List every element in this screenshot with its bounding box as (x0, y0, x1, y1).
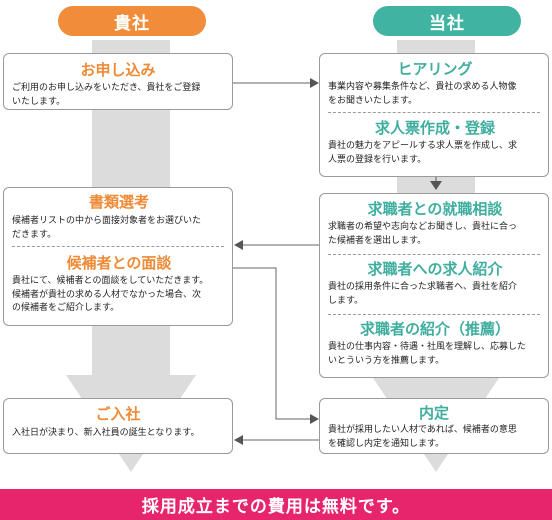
client-interview-title: 候補者との面談 (66, 254, 172, 272)
client-header: 貴社 (58, 6, 206, 36)
agency-offer-desc: 貴社が採用したい人材であれば、候補者の意思を確認し内定を通知します。 (328, 425, 517, 449)
free-of-charge-banner: 採用成立までの費用は無料です。 (0, 489, 552, 520)
client-join-box: ご入社 入社日が決まり、新入社員の誕生となります。 (3, 398, 233, 454)
arrowhead-right-1 (310, 78, 319, 88)
agency-intro-cand-title: 求職者の紹介（推薦） (359, 320, 510, 338)
client-apply-desc: ご利用のお申し込みをいただき、貴社をご登録いたします。 (12, 83, 201, 107)
agency-consult-title: 求職者との就職相談 (367, 200, 503, 218)
agency-posting-desc: 貴社の魅力をアピールする求人票を作成し、求人票の登録を行います。 (328, 141, 518, 165)
agency-intro-job-title: 求職者への求人紹介 (367, 260, 503, 278)
agency-posting-title: 求人票作成・登録 (374, 119, 495, 137)
agency-offer-box: 内定 貴社が採用したい人材であれば、候補者の意思を確認し内定を通知します。 (319, 398, 549, 454)
client-join-title: ご入社 (95, 405, 141, 423)
client-screening-box: 書類選考 候補者リストの中から面接対象者をお選びいただきます。 候補者との面談 … (3, 187, 233, 326)
agency-divider-3 (328, 314, 540, 315)
arrowhead-left-2 (234, 435, 243, 445)
client-divider (12, 246, 224, 247)
agency-offer-title: 内定 (418, 404, 449, 422)
client-apply-title: お申し込み (80, 61, 156, 79)
arrowhead-right-2 (310, 414, 319, 424)
client-interview-desc: 貴社にて、候補者との面談をしていただきます。候補者が貴社の求める人材でなかった場… (12, 276, 209, 313)
client-join-desc: 入社日が決まり、新入社員の誕生となります。 (12, 428, 200, 438)
agency-hearing-desc: 事業内容や募集条件など、貴社の求める人物像をお聞きいたします。 (328, 82, 517, 106)
arrow-interview-to-offer (233, 267, 310, 420)
agency-divider-2 (328, 254, 540, 255)
agency-divider-1 (328, 112, 540, 113)
agency-consult-box: 求職者との就職相談 求職者の希望や志向などお聞きし、貴社に合った候補者を選出しま… (319, 193, 549, 378)
agency-hearing-box: ヒアリング 事業内容や募集条件など、貴社の求める人物像をお聞きいたします。 求人… (319, 53, 549, 177)
agency-intro-job-desc: 貴社の採用条件に合った求職者へ、貴社を紹介します。 (328, 282, 518, 306)
agency-intro-cand-desc: 貴社の仕事内容・待遇・社風を理解し、応募したいとういう方を推薦します。 (328, 342, 527, 366)
arrowhead-left-1 (234, 240, 243, 250)
client-screening-desc: 候補者リストの中から面接対象者をお選びいただきます。 (12, 216, 202, 240)
agency-consult-desc: 求職者の希望や志向などお聞きし、貴社に合った候補者を選出します。 (328, 222, 518, 246)
agency-hearing-title: ヒアリング (397, 60, 473, 78)
arrowhead-down (430, 181, 442, 190)
agency-header: 当社 (373, 6, 521, 36)
client-apply-box: お申し込み ご利用のお申し込みをいただき、貴社をご登録いたします。 (3, 53, 233, 110)
client-screening-title: 書類選考 (88, 193, 149, 211)
